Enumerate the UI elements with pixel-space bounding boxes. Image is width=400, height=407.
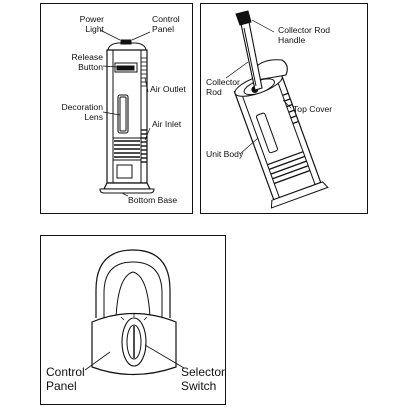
label-power-light: Power Light xyxy=(79,14,104,34)
label-bottom-base: Bottom Base xyxy=(128,195,178,205)
label-decoration-lens: Decoration Lens xyxy=(61,102,103,122)
label-selector-switch: Selector Switch xyxy=(181,365,226,394)
label-release-button: Release Button xyxy=(71,52,103,72)
label-collector-rod-handle: Collector Rod Handle xyxy=(278,25,331,45)
label-unit-body: Unit Body xyxy=(206,149,244,159)
collector-rod-illustration xyxy=(225,10,329,209)
label-top-cover: Top Cover xyxy=(293,104,333,114)
control-panel-illustration xyxy=(84,249,185,376)
label-control-panel: Control Panel xyxy=(46,365,85,394)
label-air-inlet: Air Inlet xyxy=(152,119,182,129)
label-control-panel-top: Control Panel xyxy=(152,14,180,34)
tower-illustration xyxy=(99,29,155,197)
label-collector-rod: Collector Rod xyxy=(206,77,240,97)
label-air-outlet: Air Outlet xyxy=(150,84,186,94)
